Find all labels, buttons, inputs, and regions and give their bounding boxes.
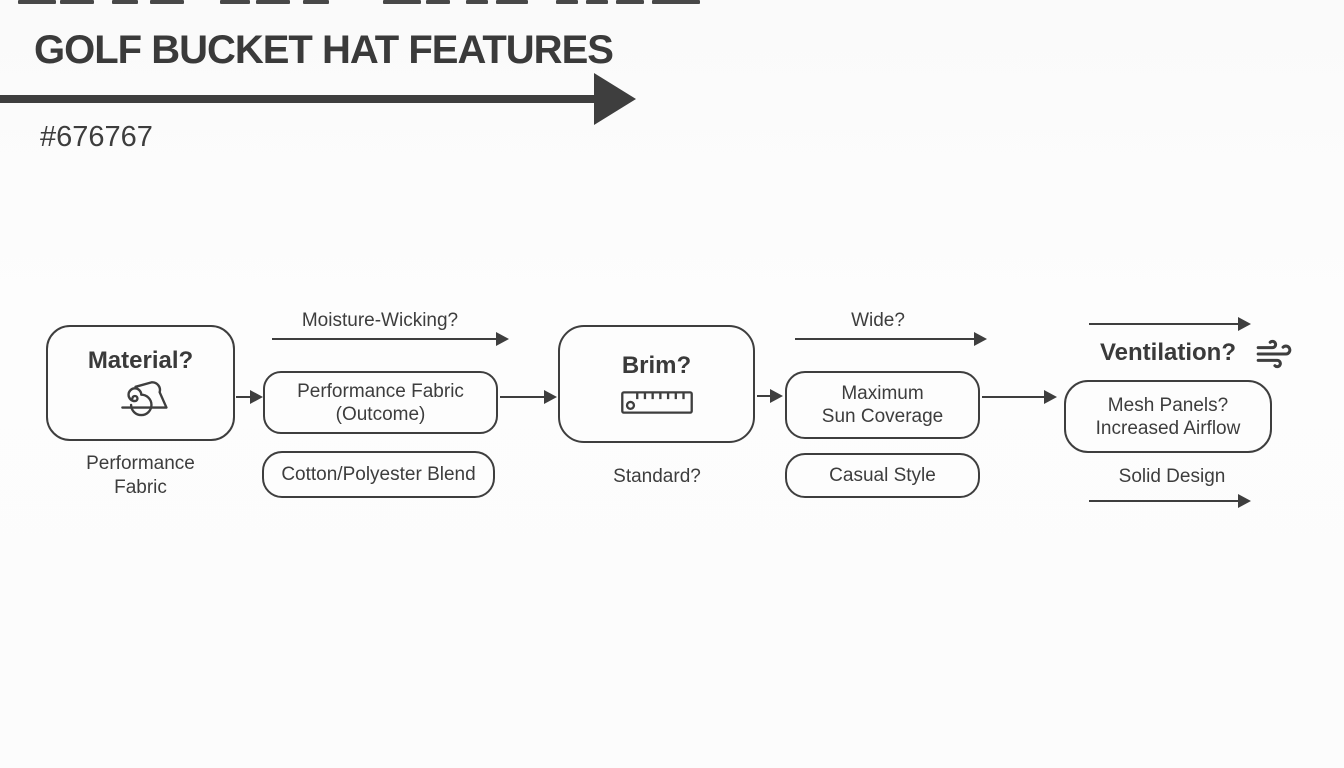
arrow-moisture-wicking <box>272 338 497 341</box>
fabric-roll-icon <box>120 381 168 417</box>
node-brim: Brim? <box>558 325 755 443</box>
node-material: Material? <box>46 325 235 441</box>
color-code-label: #676767 <box>40 121 153 153</box>
outcome-line: Performance Fabric <box>297 380 464 402</box>
mesh-line: Mesh Panels? <box>1107 394 1229 416</box>
outcome-line: (Outcome) <box>335 403 426 425</box>
node-cotton-polyester-blend: Cotton/Polyester Blend <box>262 451 495 498</box>
arrow-material-to-outcome <box>236 396 251 399</box>
edge-label-wide: Wide? <box>851 310 905 331</box>
mesh-line: Increased Airflow <box>1095 417 1241 439</box>
arrow-brim-to-sun-coverage <box>757 395 771 398</box>
edge-label-moisture-wicking: Moisture-Wicking? <box>301 310 459 331</box>
title-underline-arrowhead-icon <box>594 73 636 125</box>
arrow-outcome-to-brim <box>500 396 545 399</box>
node-brim-caption: Standard? <box>613 466 701 487</box>
page-title: GOLF BUCKET HAT FEATURES <box>34 28 614 72</box>
node-casual-style: Casual Style <box>785 453 980 498</box>
caption-line: Fabric <box>114 477 167 498</box>
node-mesh-panels: Mesh Panels? Increased Airflow <box>1064 380 1272 453</box>
node-brim-title: Brim? <box>621 352 692 379</box>
arrow-ventilation-top <box>1089 323 1239 326</box>
sun-line: Sun Coverage <box>821 406 944 427</box>
wind-icon <box>1253 335 1295 373</box>
node-maximum-sun-coverage: Maximum Sun Coverage <box>785 371 980 439</box>
node-mesh-text: Mesh Panels? Increased Airflow <box>1096 394 1241 440</box>
node-casual-text: Casual Style <box>829 465 936 486</box>
arrow-ventilation-bottom <box>1089 500 1239 503</box>
ruler-icon <box>620 391 693 414</box>
node-solid-design-label: Solid Design <box>1118 466 1226 487</box>
node-blend-text: Cotton/Polyester Blend <box>281 464 476 485</box>
arrow-sun-to-mesh <box>982 396 1045 399</box>
sun-line: Maximum <box>841 383 924 404</box>
node-outcome-text: Performance Fabric (Outcome) <box>297 380 464 426</box>
node-performance-fabric-outcome: Performance Fabric (Outcome) <box>263 371 498 434</box>
node-material-caption: Performance Fabric <box>50 452 231 500</box>
caption-line: Performance <box>86 453 195 474</box>
node-ventilation-title: Ventilation? <box>1099 339 1236 366</box>
node-sun-text: Maximum Sun Coverage <box>822 382 943 428</box>
title-underline-arrow <box>0 95 598 103</box>
node-material-title: Material? <box>87 347 194 374</box>
arrow-wide <box>795 338 975 341</box>
